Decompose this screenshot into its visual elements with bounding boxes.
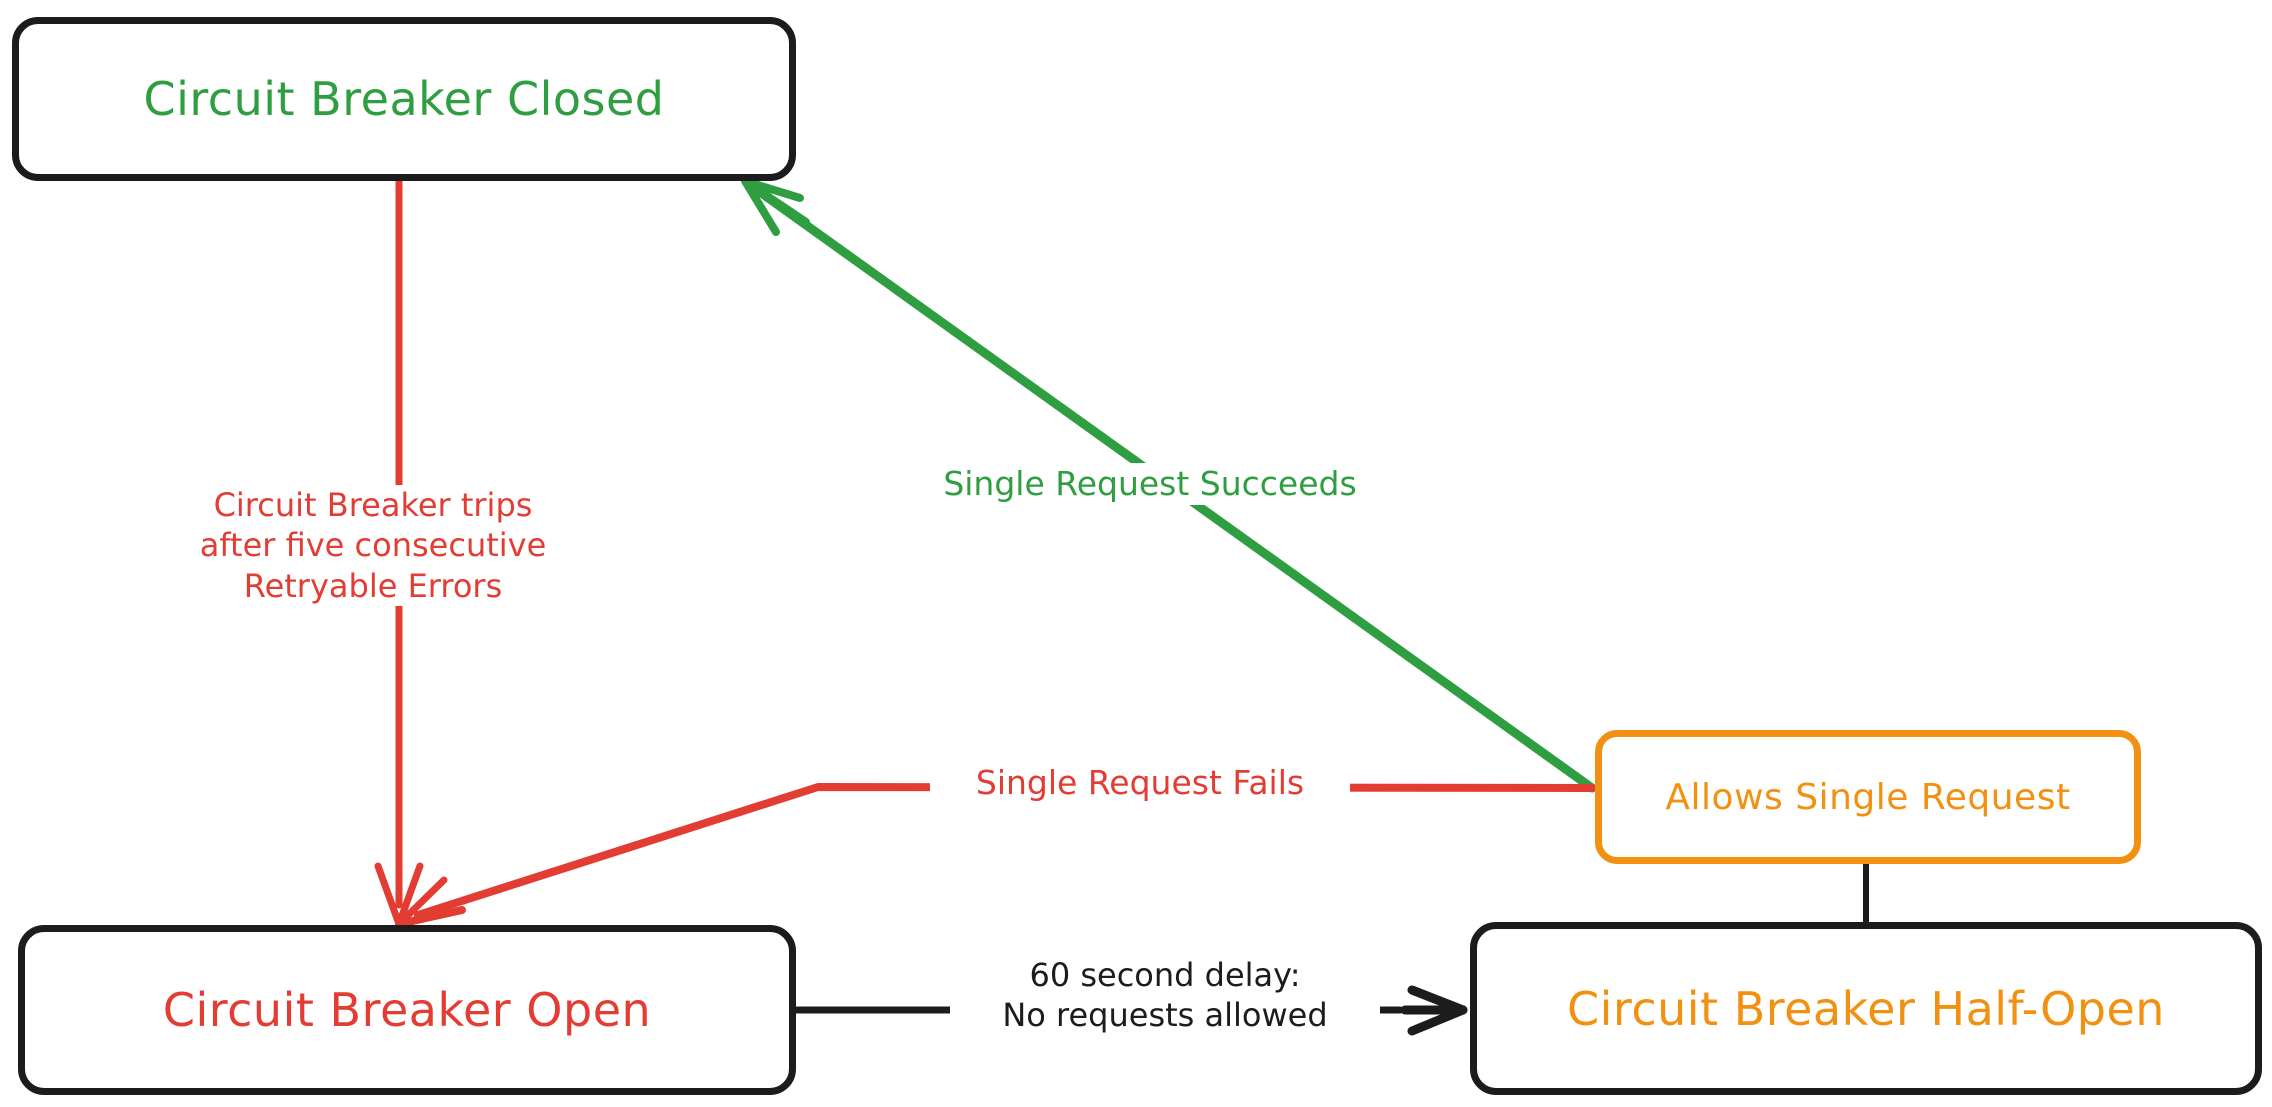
node-circuit-breaker-half-open[interactable]: Circuit Breaker Half-Open xyxy=(1470,922,2262,1095)
node-circuit-breaker-closed[interactable]: Circuit Breaker Closed xyxy=(12,17,796,181)
edge-allows-to-open xyxy=(395,783,1596,949)
edge-label-allows-to-open: Single Request Fails xyxy=(930,762,1350,804)
edge-label-line: Retryable Errors xyxy=(243,566,503,605)
edge-label-line: Single Request Fails xyxy=(975,763,1305,802)
edge-label-line: No requests allowed xyxy=(1002,996,1328,1035)
node-label-closed: Circuit Breaker Closed xyxy=(143,72,665,126)
edge-label-line: Single Request Succeeds xyxy=(943,464,1357,503)
edge-label-open-to-halfopen: 60 second delay: No requests allowed xyxy=(950,955,1380,1036)
edge-label-line: Circuit Breaker trips xyxy=(213,486,533,524)
edge-label-closed-to-open: Circuit Breaker trips after five consecu… xyxy=(158,485,588,606)
node-circuit-breaker-open[interactable]: Circuit Breaker Open xyxy=(18,925,796,1095)
node-label-allows: Allows Single Request xyxy=(1665,776,2071,818)
node-label-halfopen: Circuit Breaker Half-Open xyxy=(1567,981,2165,1036)
node-allows-single-request[interactable]: Allows Single Request xyxy=(1595,730,2141,864)
node-label-open: Circuit Breaker Open xyxy=(162,983,652,1037)
edge-label-line: 60 second delay: xyxy=(1029,956,1301,994)
edge-label-allows-to-closed: Single Request Succeeds xyxy=(900,463,1400,505)
edge-label-line: after five consecutive xyxy=(199,526,547,565)
